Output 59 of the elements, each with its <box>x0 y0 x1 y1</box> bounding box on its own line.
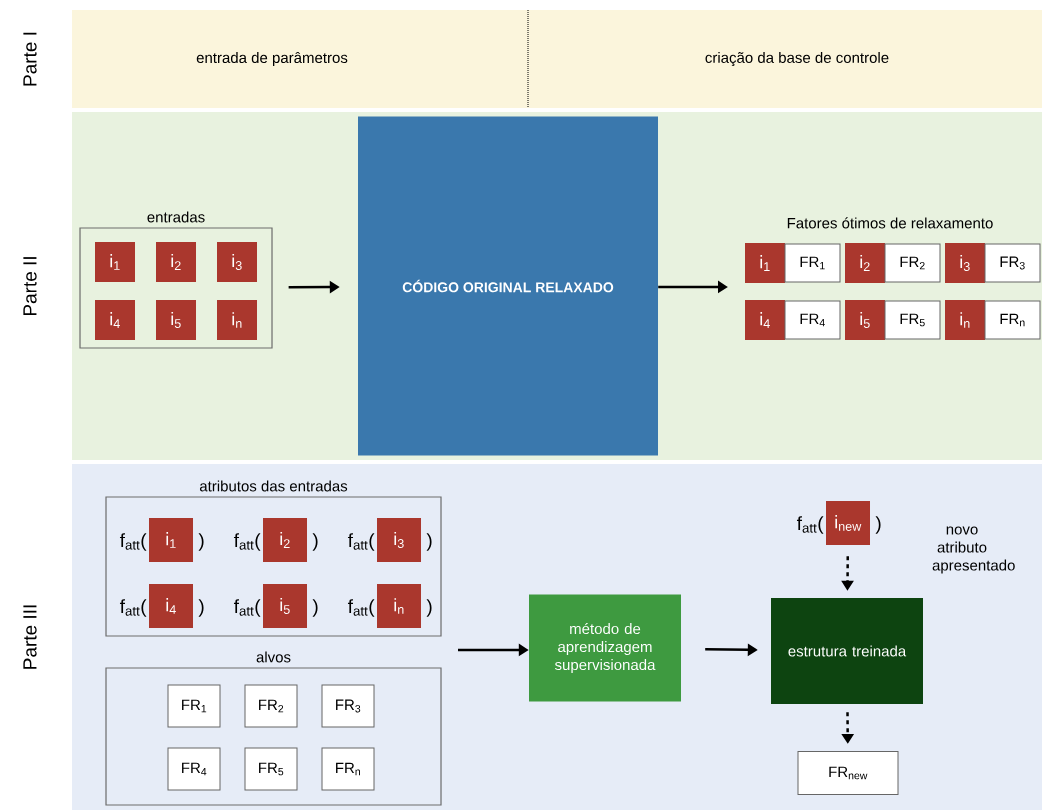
group-heading: Fatores ótimos de relaxamento <box>787 217 993 229</box>
note-label: novo atributo apresentado <box>932 526 1015 574</box>
function-label: f$_{att}$( <box>234 533 261 551</box>
method-box: método de aprendizagem supervisionada <box>529 594 681 702</box>
bracket-label: ) <box>426 599 432 617</box>
input-square: i$_{5}$ <box>845 300 885 340</box>
bracket-label: ) <box>875 516 881 534</box>
function-label: f$_{att}$( <box>120 599 147 617</box>
input-square: i$_{1}$ <box>95 242 135 282</box>
input-square: i$_{5}$ <box>156 300 196 340</box>
factor-box: FR$_{3}$ <box>984 243 1041 283</box>
factor-box: FR$_{new}$ <box>797 751 899 795</box>
trained-box: estrutura treinada <box>771 598 923 704</box>
group-heading: atributos das entradas <box>199 480 348 492</box>
input-square: i$_{5}$ <box>263 584 307 628</box>
bracket-label: ) <box>198 533 204 551</box>
factor-box: FR$_{5}$ <box>244 747 298 791</box>
input-square: i$_{4}$ <box>745 300 785 340</box>
function-label: f$_{att}$( <box>234 599 261 617</box>
input-square: i$_{n}$ <box>217 300 257 340</box>
group-heading: alvos <box>256 651 291 663</box>
bracket-label: ) <box>426 533 432 551</box>
input-square: i$_{1}$ <box>149 518 193 562</box>
factor-box: FR$_{n}$ <box>321 747 375 791</box>
code-box: CÓDIGO ORIGINAL RELAXADO <box>358 116 658 456</box>
bracket-label: ) <box>312 533 318 551</box>
phase-label: criação da base de controle <box>705 51 889 66</box>
factor-box: FR$_{4}$ <box>784 300 841 340</box>
function-label: f$_{att}$( <box>348 533 375 551</box>
input-square: i$_{3}$ <box>377 518 421 562</box>
input-square: i$_{3}$ <box>945 243 985 283</box>
factor-box: FR$_{3}$ <box>321 684 375 728</box>
input-square: i$_{3}$ <box>217 242 257 282</box>
function-label: f$_{att}$( <box>797 516 824 534</box>
factor-box: FR$_{2}$ <box>244 684 298 728</box>
factor-box: FR$_{5}$ <box>884 300 941 340</box>
input-square: i$_{4}$ <box>149 584 193 628</box>
input-square: i$_{2}$ <box>845 243 885 283</box>
part-label: Parte II <box>23 257 37 316</box>
part-label: Parte III <box>23 605 37 669</box>
input-square: i$_{n}$ <box>377 584 421 628</box>
phase-label: entrada de parâmetros <box>196 52 348 66</box>
factor-box: FR$_{n}$ <box>984 300 1041 340</box>
factor-box: FR$_{2}$ <box>884 243 941 283</box>
factor-box: FR$_{4}$ <box>167 747 221 791</box>
function-label: f$_{att}$( <box>348 599 375 617</box>
bracket-label: ) <box>198 599 204 617</box>
input-square: i$_{n}$ <box>945 300 985 340</box>
input-square: i$_{new}$ <box>826 501 870 545</box>
part-label: Parte I <box>23 32 37 86</box>
input-square: i$_{1}$ <box>745 243 785 283</box>
input-square: i$_{4}$ <box>95 300 135 340</box>
input-square: i$_{2}$ <box>263 518 307 562</box>
factor-box: FR$_{1}$ <box>167 684 221 728</box>
input-square: i$_{2}$ <box>156 242 196 282</box>
function-label: f$_{att}$( <box>120 533 147 551</box>
group-heading: entradas <box>147 211 205 223</box>
factor-box: FR$_{1}$ <box>784 243 841 283</box>
bracket-label: ) <box>312 599 318 617</box>
